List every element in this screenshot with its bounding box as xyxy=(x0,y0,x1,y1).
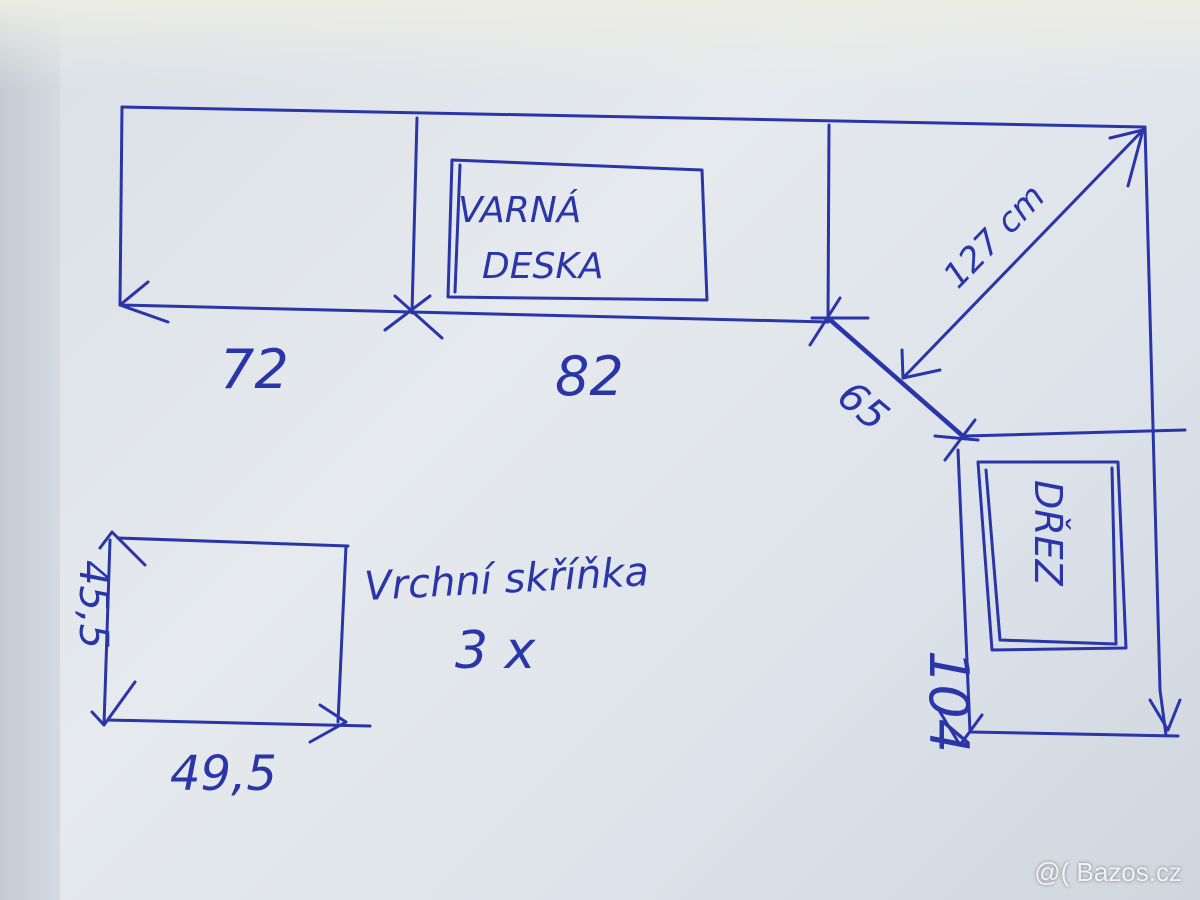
sink-bottom-edge xyxy=(968,730,1180,738)
paper-highlight xyxy=(0,0,1200,90)
joint-mark-1 xyxy=(383,294,444,340)
hob-outline xyxy=(446,158,709,302)
diag-arrow-top xyxy=(1108,128,1145,188)
corner-chamfer xyxy=(825,315,968,441)
cabinet-arrow-right xyxy=(308,703,348,744)
hob-label-line2: DESKA xyxy=(482,246,604,287)
sink xyxy=(976,460,1128,652)
wall-cabinet xyxy=(90,530,372,744)
joint-mark-3 xyxy=(933,418,980,462)
counter-right-edge xyxy=(1143,125,1162,692)
hob-label-line1: VARNÁ xyxy=(458,189,581,231)
cabinet-right xyxy=(336,544,348,724)
sink-inner xyxy=(984,466,1118,646)
cabinet-arrow-top xyxy=(98,530,147,567)
cabinet-arrow-bottom xyxy=(90,680,137,727)
dim-72: 72 xyxy=(220,338,289,401)
counter-left-edge xyxy=(118,105,124,307)
sink-label: DŘEZ xyxy=(1026,480,1070,587)
arrow-104-bottom xyxy=(938,710,984,747)
hob xyxy=(446,158,709,302)
dim-65: 65 xyxy=(829,372,898,440)
cabinet-top xyxy=(116,536,350,548)
dim-104: 104 xyxy=(917,650,980,753)
watermark: @( Bazos.cz xyxy=(1034,857,1182,887)
arrow-left-72 xyxy=(118,280,170,324)
counter-top-edge xyxy=(120,105,1147,129)
cabinet-bottom xyxy=(106,718,372,728)
dim-82: 82 xyxy=(555,345,624,408)
hob-inner xyxy=(453,163,462,294)
cabinet-title: Vrchní skříňka xyxy=(363,549,650,610)
diag-dim-label: 127 cm xyxy=(936,177,1053,297)
counter-outline xyxy=(118,105,1187,738)
dim-49-5: 49,5 xyxy=(170,746,277,802)
diag-arrow-bottom xyxy=(900,348,942,380)
diag-dim-line xyxy=(901,128,1145,380)
arrow-104-right xyxy=(1148,698,1182,732)
counter-bottom-edge xyxy=(118,303,830,324)
joint-mark-2 xyxy=(808,296,870,347)
sink-outline xyxy=(976,460,1128,652)
divider-2 xyxy=(826,123,831,324)
sink-top-edge xyxy=(963,428,1187,438)
sink-left-edge xyxy=(956,448,972,734)
sink-right-edge xyxy=(1158,688,1168,737)
divider-1 xyxy=(410,116,419,315)
paper-shadow xyxy=(0,0,60,900)
cabinet-qty: 3 x xyxy=(455,621,537,681)
cabinet-left xyxy=(102,538,112,727)
dim-45-5: 45,5 xyxy=(70,560,116,649)
